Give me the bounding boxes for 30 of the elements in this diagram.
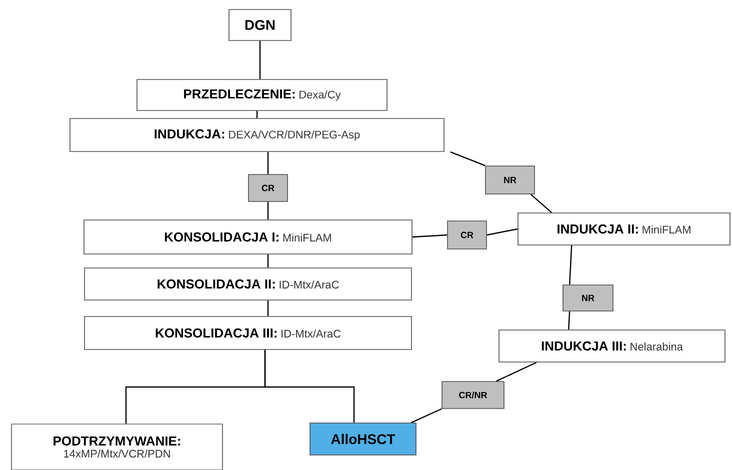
process-box: KONSOLIDACJA II: ID-Mtx/AraC bbox=[84, 268, 412, 300]
process-box: KONSOLIDACJA III: ID-Mtx/AraC bbox=[84, 316, 412, 350]
process-box: PRZEDLECZENIE: Dexa/Cy bbox=[136, 79, 388, 111]
connector-line bbox=[411, 408, 442, 424]
connector-line bbox=[259, 40, 261, 80]
response-box: CR bbox=[447, 220, 487, 250]
process-box: INDUKCJA II: MiniFLAM bbox=[518, 212, 730, 246]
connector-line bbox=[530, 194, 552, 214]
connector-line bbox=[256, 110, 258, 118]
connector-line bbox=[450, 151, 486, 166]
connector-line bbox=[267, 300, 269, 316]
connector-line bbox=[412, 234, 448, 238]
process-box: KONSOLIDACJA I: MiniFLAM bbox=[84, 220, 412, 254]
response-box: NR bbox=[485, 166, 535, 194]
connector-line bbox=[569, 245, 572, 285]
process-box: PODTRZYMYWANIE: 14xMP/Mtx/VCR/PDN bbox=[11, 424, 223, 470]
connector-line bbox=[267, 254, 269, 268]
connector-line bbox=[264, 350, 355, 423]
process-box: DGN bbox=[228, 9, 292, 41]
response-box: CR bbox=[248, 174, 288, 202]
connector-line bbox=[496, 362, 537, 382]
process-box: INDUKCJA: DEXA/VCR/DNR/PEG-Asp bbox=[70, 118, 444, 152]
process-box: INDUKCJA III: Nelarabina bbox=[498, 330, 726, 362]
transplant-box: AlloHSCT bbox=[310, 422, 416, 456]
connector-line bbox=[486, 228, 518, 236]
response-box: NR bbox=[562, 284, 614, 312]
connector-line bbox=[568, 311, 570, 330]
connector-line bbox=[267, 202, 269, 220]
connector-line bbox=[267, 152, 269, 174]
response-box: CR/NR bbox=[442, 381, 504, 409]
